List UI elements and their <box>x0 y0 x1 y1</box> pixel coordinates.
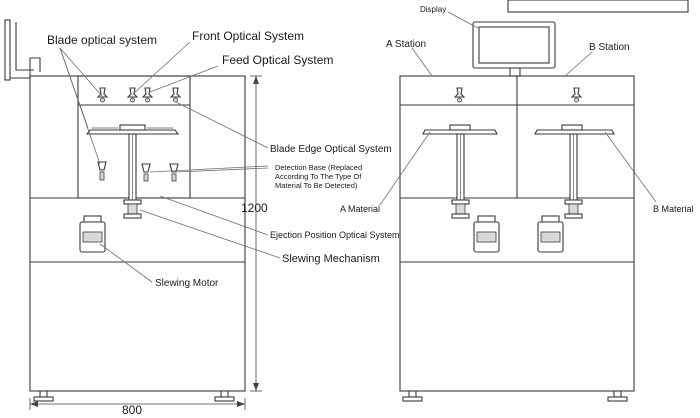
station-b-sensor <box>570 87 583 103</box>
detection-base-sensor-1 <box>141 163 151 182</box>
label-slewing-motor: Slewing Motor <box>155 278 219 289</box>
label-slewing-mechanism: Slewing Mechanism <box>282 253 380 265</box>
display-monitor <box>472 21 556 77</box>
station-b-turntable <box>534 124 615 135</box>
label-detection-base-line3: Material To Be Detected) <box>275 181 358 190</box>
feed-optical-sensor <box>169 87 182 103</box>
left-leader-lines <box>59 41 281 283</box>
height-dimension <box>250 75 262 392</box>
label-front-optical-system: Front Optical System <box>192 29 304 43</box>
right-leader-lines <box>379 11 657 206</box>
station-b-bottle <box>537 215 564 253</box>
overhead-beam <box>507 0 689 13</box>
label-blade-edge-optical-system: Blade Edge Optical System <box>270 144 392 155</box>
left-cabinet <box>29 75 246 392</box>
left-machine <box>4 19 262 410</box>
left-leg-2 <box>214 396 235 402</box>
left-mount-plate <box>4 19 11 81</box>
station-a-bottle <box>473 215 500 253</box>
label-detection-base-line2: According To The Type Of <box>275 172 362 181</box>
left-bottle <box>79 215 106 253</box>
label-a-station: A Station <box>386 39 426 50</box>
label-ejection-position-optical-system: Ejection Position Optical System <box>270 230 400 240</box>
detection-base-sensor-2 <box>169 163 179 182</box>
right-machine <box>399 0 689 402</box>
width-dimension <box>29 398 246 410</box>
label-height-1200: 1200 <box>241 201 268 215</box>
station-a-sensor <box>453 87 466 103</box>
label-display: Display <box>420 5 446 14</box>
blade-optical-sensor-top <box>96 87 109 103</box>
left-turntable <box>85 124 180 135</box>
label-b-station: B Station <box>589 42 630 53</box>
label-feed-optical-system: Feed Optical System <box>222 53 333 67</box>
front-optical-sensor-1 <box>126 87 139 103</box>
right-leg-1 <box>402 396 423 402</box>
label-a-material: A Material <box>340 204 380 214</box>
label-blade-optical-system: Blade optical system <box>47 33 157 47</box>
blade-optical-sensor-bottom <box>97 161 107 181</box>
slewing-mechanism-part <box>127 203 138 215</box>
label-width-800: 800 <box>122 403 142 417</box>
front-optical-sensor-2 <box>141 87 154 103</box>
right-leg-2 <box>607 396 628 402</box>
label-b-material: B Material <box>653 204 694 214</box>
label-detection-base-line1: Detection Base (Replaced <box>275 163 362 172</box>
station-a-turntable <box>422 124 498 135</box>
left-leg-1 <box>33 396 54 402</box>
